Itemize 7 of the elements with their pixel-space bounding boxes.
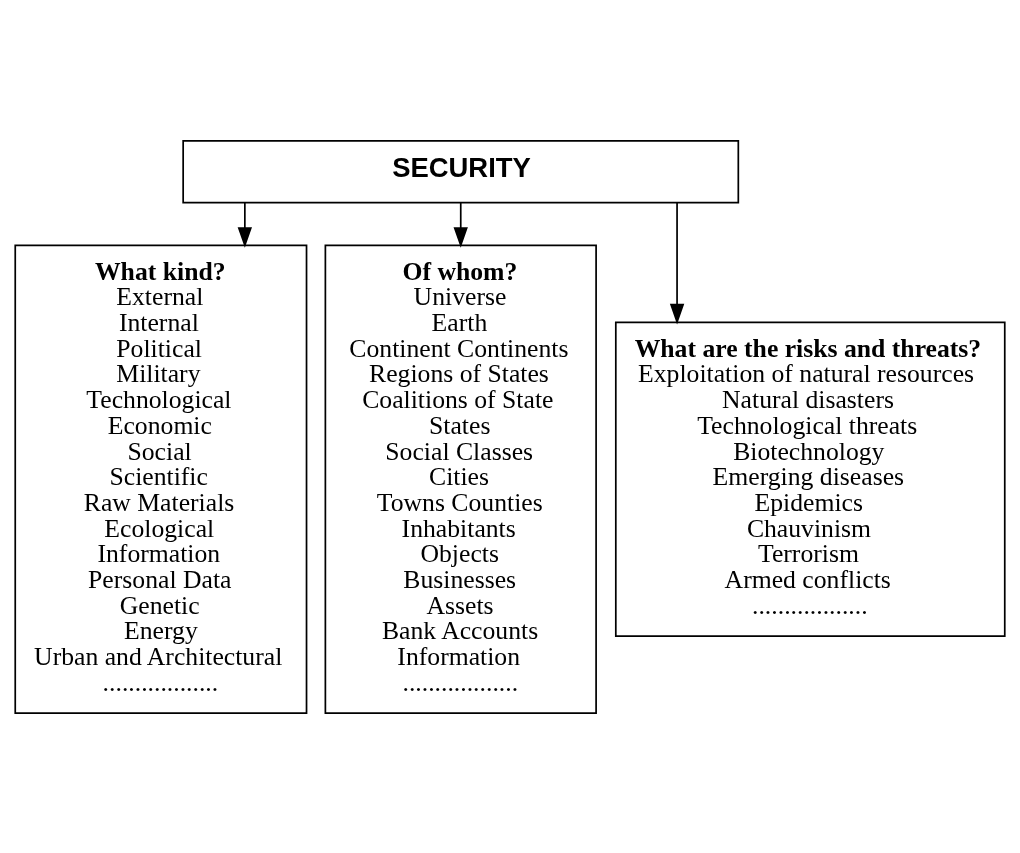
node-box: SECURITY [182, 139, 740, 203]
node-box: What kind? External Internal Political Military Technological Economic Social Scientific Raw Materials Ecological Information Personal Data Genetic Energy Urban and Architectural .................. [14, 244, 308, 714]
arrow [669, 201, 685, 324]
node-box: What are the risks and threats? Exploitation of natural resources Natural disasters Technological threats Biotechnology Emerging diseases Epidemics Chauvinism Terrorism Armed conflicts .................. [614, 321, 1006, 637]
node-box: Of whom? Universe Earth Continent Continents Regions of States Coalitions of State States Social Classes Cities Towns Counties Inhabitants Objects Businesses Assets Bank Accounts Information .................. [324, 244, 597, 714]
arrow [453, 201, 468, 248]
arrow [237, 201, 253, 248]
